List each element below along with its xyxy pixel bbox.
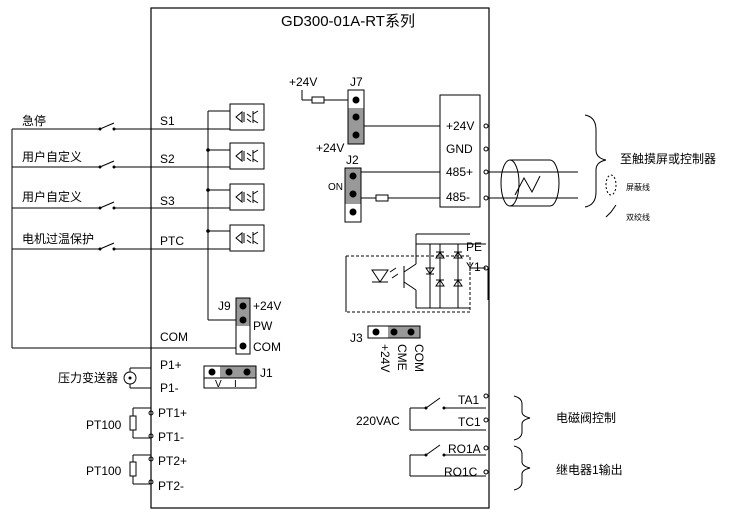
- comm-terminal-block: [439, 94, 481, 208]
- jumper-j2: [344, 167, 362, 223]
- j7-24v: +24V: [289, 75, 317, 89]
- j3-label: J3: [350, 331, 363, 345]
- j3-pin-cme: CME: [395, 344, 409, 371]
- j1-v: V: [215, 379, 222, 390]
- comm-note: 至触摸屏或控制器: [620, 152, 716, 166]
- terminal-ta1: TA1: [458, 393, 479, 407]
- jumper-j7: [347, 89, 365, 145]
- terminal-s2: S2: [160, 152, 175, 166]
- jumper-j3: [367, 325, 421, 339]
- terminal-com-left: COM: [160, 330, 188, 344]
- terminal-p1-minus: P1-: [160, 381, 179, 395]
- pt100-2-label: PT100: [86, 464, 122, 478]
- terminal-pe: PE: [466, 240, 482, 254]
- jumper-j1: [203, 365, 257, 389]
- j3-pin-24v: +24V: [378, 344, 392, 372]
- terminal-ro1c: RO1C: [444, 465, 478, 479]
- controller-box: [150, 7, 490, 509]
- comm-485-plus: 485+: [446, 165, 473, 179]
- j9-label: J9: [218, 299, 231, 313]
- opto-block-s1: [207, 103, 265, 320]
- input-label-motor-temp: 电机过温保护: [22, 232, 94, 246]
- j9-com: COM: [253, 340, 281, 354]
- twisted-note: 双绞线: [626, 212, 650, 222]
- terminal-s3: S3: [160, 194, 175, 208]
- terminal-pt1-plus: PT1+: [158, 406, 187, 420]
- input-label-estop: 急停: [22, 113, 46, 128]
- relay-note: 继电器1输出: [556, 462, 623, 477]
- j2-label: J2: [346, 153, 359, 167]
- input-label-user-2: 用户自定义: [22, 189, 82, 204]
- terminal-ptc: PTC: [160, 234, 184, 248]
- terminal-ro1a: RO1A: [448, 442, 481, 456]
- comm-gnd: GND: [446, 142, 473, 156]
- terminal-pt2-minus: PT2-: [158, 479, 184, 493]
- jumper-j9: [235, 297, 251, 355]
- page-title: GD300-01A-RT系列: [281, 13, 415, 30]
- j1-label: J1: [260, 366, 273, 380]
- terminal-s1: S1: [160, 114, 175, 128]
- shield-note: 屏蔽线: [626, 182, 650, 192]
- j2-on: ON: [328, 182, 343, 193]
- voltage-label: 220VAC: [356, 414, 400, 428]
- comm-24v: +24V: [446, 119, 474, 133]
- terminal-pt1-minus: PT1-: [158, 430, 184, 444]
- opto-block-s3: [208, 183, 265, 211]
- j1-i: I: [234, 379, 237, 390]
- j9-24v: +24V: [253, 299, 281, 313]
- pt100-1-label: PT100: [86, 418, 122, 432]
- j2-24v: +24V: [316, 141, 344, 155]
- opto-block-ptc: [208, 224, 265, 252]
- terminal-p1-plus: P1+: [160, 358, 182, 372]
- terminal-y1: Y1: [466, 260, 481, 274]
- j9-pw: PW: [253, 319, 273, 333]
- input-label-user-1: 用户自定义: [22, 149, 82, 164]
- j7-label: J7: [350, 75, 363, 89]
- opto-block-s2: [208, 142, 265, 170]
- j3-pin-com: COM: [412, 344, 426, 372]
- valve-note: 电磁阀控制: [556, 410, 616, 425]
- terminal-pt2-plus: PT2+: [158, 454, 187, 468]
- terminal-tc1: TC1: [458, 415, 481, 429]
- comm-485-minus: 485-: [446, 190, 470, 204]
- output-opto-circuit: [345, 233, 471, 313]
- pressure-label: 压力变送器: [58, 370, 118, 385]
- shielded-cable: [488, 159, 578, 207]
